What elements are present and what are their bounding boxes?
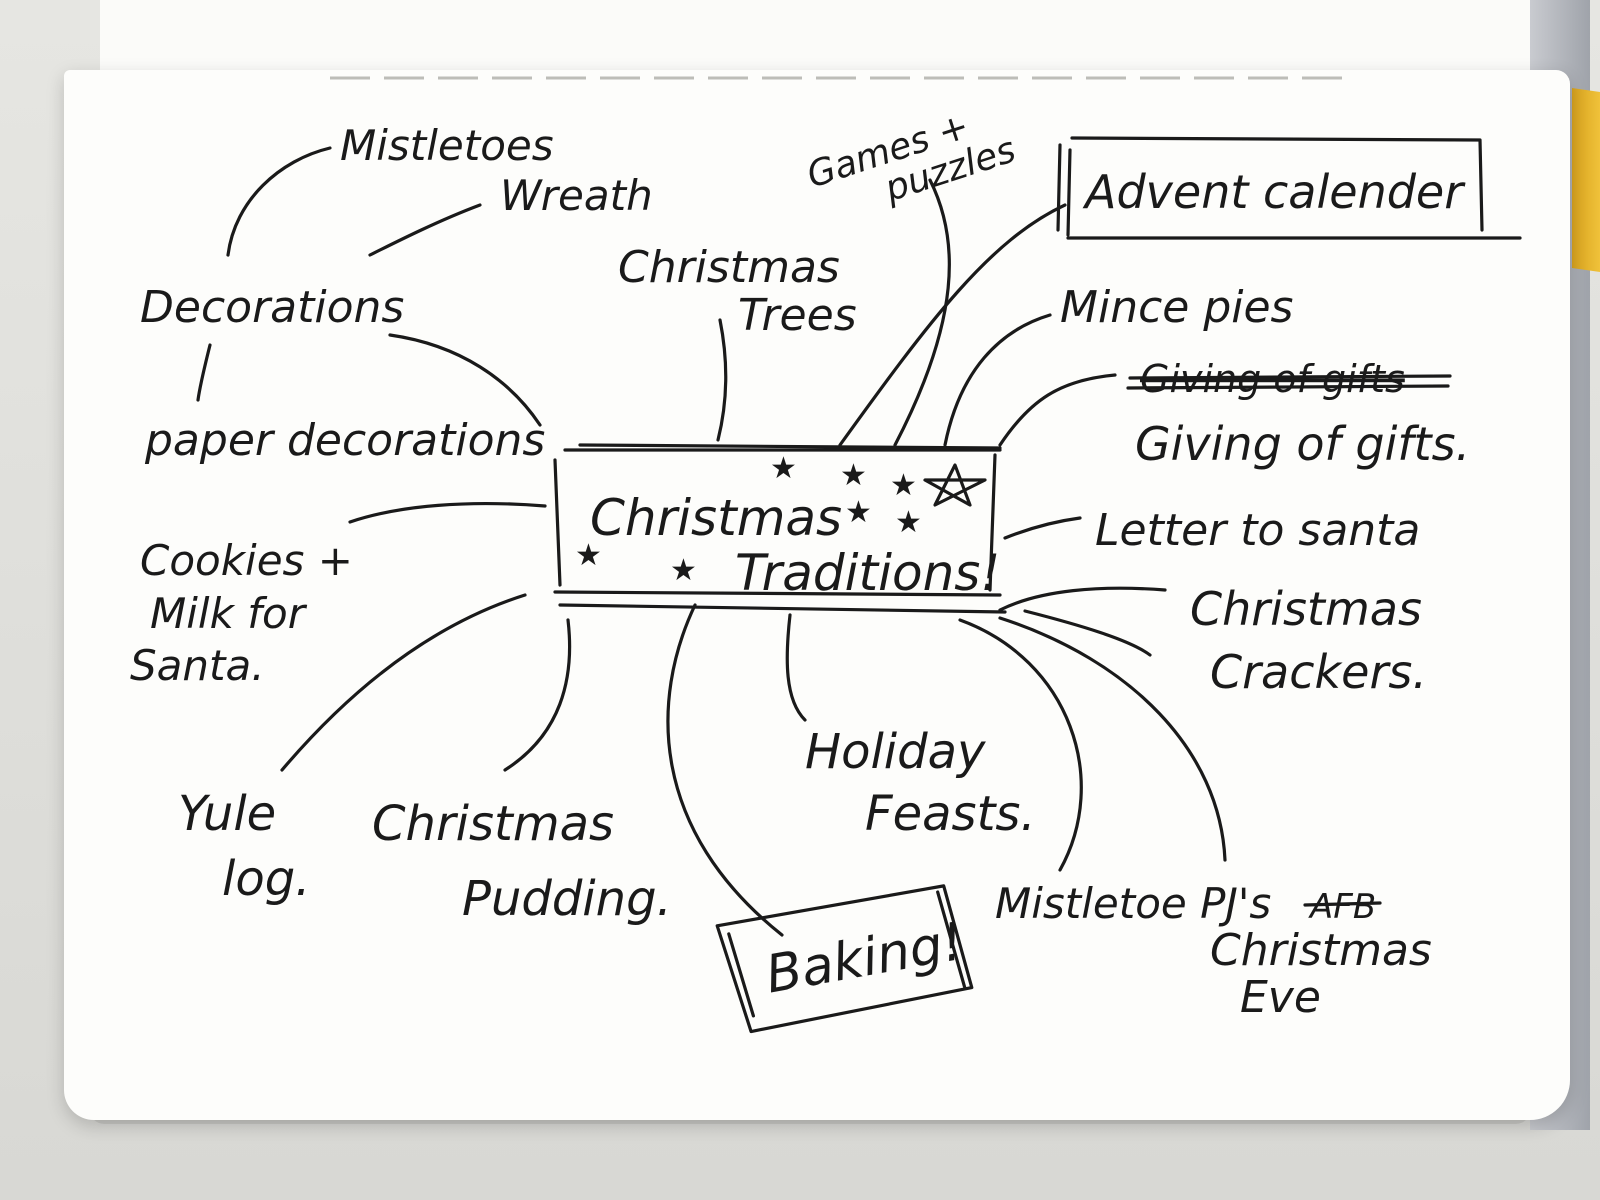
- node-pudding-line2: Pudding.: [462, 871, 672, 927]
- node-wreath: Wreath: [500, 171, 653, 220]
- center-title-line1: Christmas: [590, 489, 842, 547]
- star-icon: ★: [840, 458, 867, 493]
- node-eve-line2: Eve: [1240, 972, 1321, 1023]
- node-yule-line2: log.: [222, 851, 310, 907]
- node-eve-line1: Christmas: [1210, 925, 1432, 976]
- node-advent: Advent calender: [1082, 165, 1466, 219]
- node-feasts-line2: Feasts.: [865, 786, 1036, 842]
- node-cookies-line3: Santa.: [130, 641, 265, 690]
- center-box: [553, 443, 1007, 614]
- strike-through-lines: [1126, 374, 1452, 390]
- big-star-icon: [923, 463, 987, 507]
- star-icon: ★: [895, 505, 922, 540]
- star-icon: ★: [845, 495, 872, 530]
- node-christmas-trees-line2: Trees: [738, 290, 857, 341]
- star-icon: ★: [575, 538, 602, 573]
- pjs-strike-line: [1303, 901, 1382, 907]
- node-baking-box: Baking!: [715, 884, 974, 1034]
- node-crackers-line2: Crackers.: [1210, 645, 1427, 699]
- connector-lines: [196, 146, 1227, 937]
- node-cookies-line2: Milk for: [150, 589, 308, 638]
- star-icon: ★: [770, 451, 797, 486]
- center-stars: ★ ★ ★ ★ ★ ★ ★: [575, 451, 922, 588]
- node-paper-decorations: paper decorations: [144, 415, 545, 466]
- node-mistletoes: Mistletoes: [340, 121, 554, 170]
- node-cookies-line1: Cookies +: [140, 536, 353, 585]
- node-letter-to-santa: Letter to santa: [1095, 505, 1420, 556]
- node-yule-line1: Yule: [178, 786, 276, 842]
- node-pjs: Mistletoe PJ's: [995, 879, 1271, 928]
- node-giving: Giving of gifts.: [1135, 417, 1470, 471]
- node-christmas-trees-line1: Christmas: [618, 242, 840, 293]
- node-pjs-struck: AFB: [1308, 887, 1376, 927]
- node-crackers-line1: Christmas: [1190, 582, 1422, 636]
- node-decorations: Decorations: [140, 282, 404, 333]
- star-icon: ★: [670, 553, 697, 588]
- node-mince-pies: Mince pies: [1060, 282, 1293, 333]
- node-pudding-line1: Christmas: [372, 796, 614, 852]
- node-advent-box: Advent calender: [1056, 136, 1522, 240]
- node-feasts-line1: Holiday: [805, 724, 986, 780]
- center-title-line2: Traditions!: [735, 544, 1000, 602]
- star-icon: ★: [890, 468, 917, 503]
- node-baking: Baking!: [761, 912, 967, 1006]
- node-games-group: Games + puzzles: [802, 106, 1020, 211]
